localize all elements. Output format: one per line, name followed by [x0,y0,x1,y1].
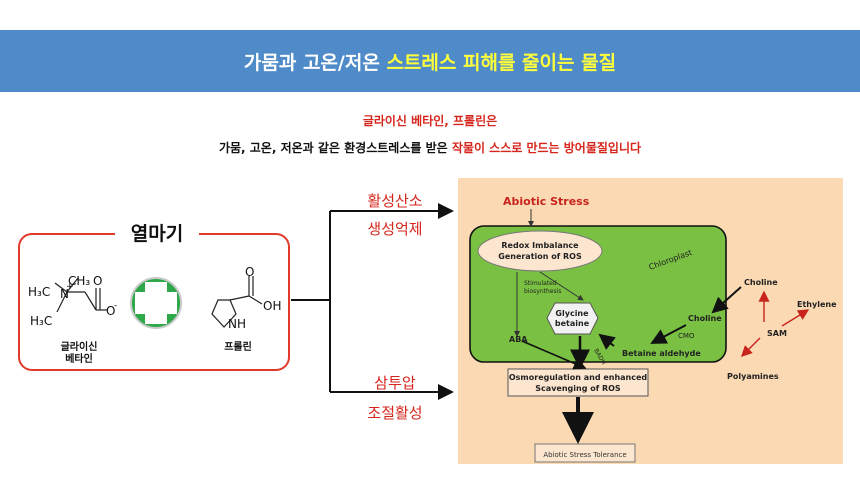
glycine-label-1: Glycine [555,309,589,318]
lower-effect-1: 삼투압 [374,374,416,392]
subtitle-line2-text: 가뭄, 고온, 저온과 같은 환경스트레스를 받은 [218,141,452,155]
title-highlight: 스트레스 피해를 줄이는 물질 [386,51,617,74]
stimulated-label-2: biosynthesis [524,288,561,295]
osmo-label-2: Scavenging of ROS [535,384,621,393]
redox-ellipse [477,230,603,272]
glycine-betaine-hexagon [546,302,599,335]
chem-nh: NH [228,317,246,331]
subtitle-line2: 가뭄, 고온, 저온과 같은 환경스트레스를 받은 작물이 스스로 만드는 방어… [0,139,860,156]
upper-effect-1: 활성산소 [367,192,423,210]
subtitle-line1: 글라이신 베타인, 프롤린은 [362,114,498,128]
aldehyde-to-betaine-arrow [598,333,616,350]
chem-o-minus: O [106,304,115,318]
proline-structure [211,276,263,328]
subtitle-line2-highlight: 작물이 스스로 만드는 방어물질입니다 [451,141,642,155]
branch-connector [291,203,454,400]
stimulated-label-1: Stimulated [524,280,557,287]
choline-outer-label: Choline [744,278,778,287]
choline-to-aldehyde-arrow [650,324,687,344]
glycine-betaine-structure [54,277,107,313]
osmoregulation-box [507,368,649,397]
tolerance-label: Abiotic Stress Tolerance [543,451,626,459]
ethylene-label: Ethylene [797,300,837,309]
molecules-box-label: 열마기 [115,222,199,246]
polyamines-label: Polyamines [727,372,779,381]
betaine-aldehyde-label: Betaine aldehyde [622,349,701,358]
green-plus-icon [130,277,182,329]
chem-minus: - [114,301,117,311]
chem-h3c-top: H₃C [28,285,50,299]
chem-plus: + [66,282,74,292]
sam-label: SAM [767,329,787,338]
chem-o-proline: O [245,265,254,279]
chem-o-top: O [93,274,102,288]
chem-n: N [60,287,69,301]
cmo-label: CMO [678,332,695,340]
upper-effect-2: 생성억제 [367,220,423,238]
choline-inner-label: Choline [688,314,722,323]
glycine-label-2: betaine [555,319,590,328]
redox-label-2: Generation of ROS [498,252,582,261]
proline-name: 프롤린 [224,342,252,353]
redox-label-1: Redox Imbalance [501,241,579,250]
abiotic-stress-label: Abiotic Stress [503,195,590,208]
page-title: 가뭄과 고온/저온 스트레스 피해를 줄이는 물질 [244,48,616,75]
choline-entry-arrow [711,286,742,314]
tolerance-box [534,443,636,463]
sam-to-ethylene-arrow [781,309,810,327]
aba-label: ABA [509,335,528,344]
lower-effect-2: 조절활성 [367,404,423,422]
title-main: 가뭄과 고온/저온 [243,51,387,74]
sam-to-polyamines-arrow [741,337,761,357]
chem-ch3: CH₃ [68,274,90,288]
stimulated-arrow [539,271,584,301]
glycine-betaine-name-2: 베타인 [65,354,93,365]
osmo-label-1: Osmoregulation and enhanced [509,373,648,382]
title-banner: 가뭄과 고온/저온 스트레스 피해를 줄이는 물질 [0,30,860,92]
glycine-betaine-name-1: 글라이신 [60,342,98,353]
chem-h3c-bottom: H₃C [30,314,52,328]
chem-oh: OH [263,299,281,313]
